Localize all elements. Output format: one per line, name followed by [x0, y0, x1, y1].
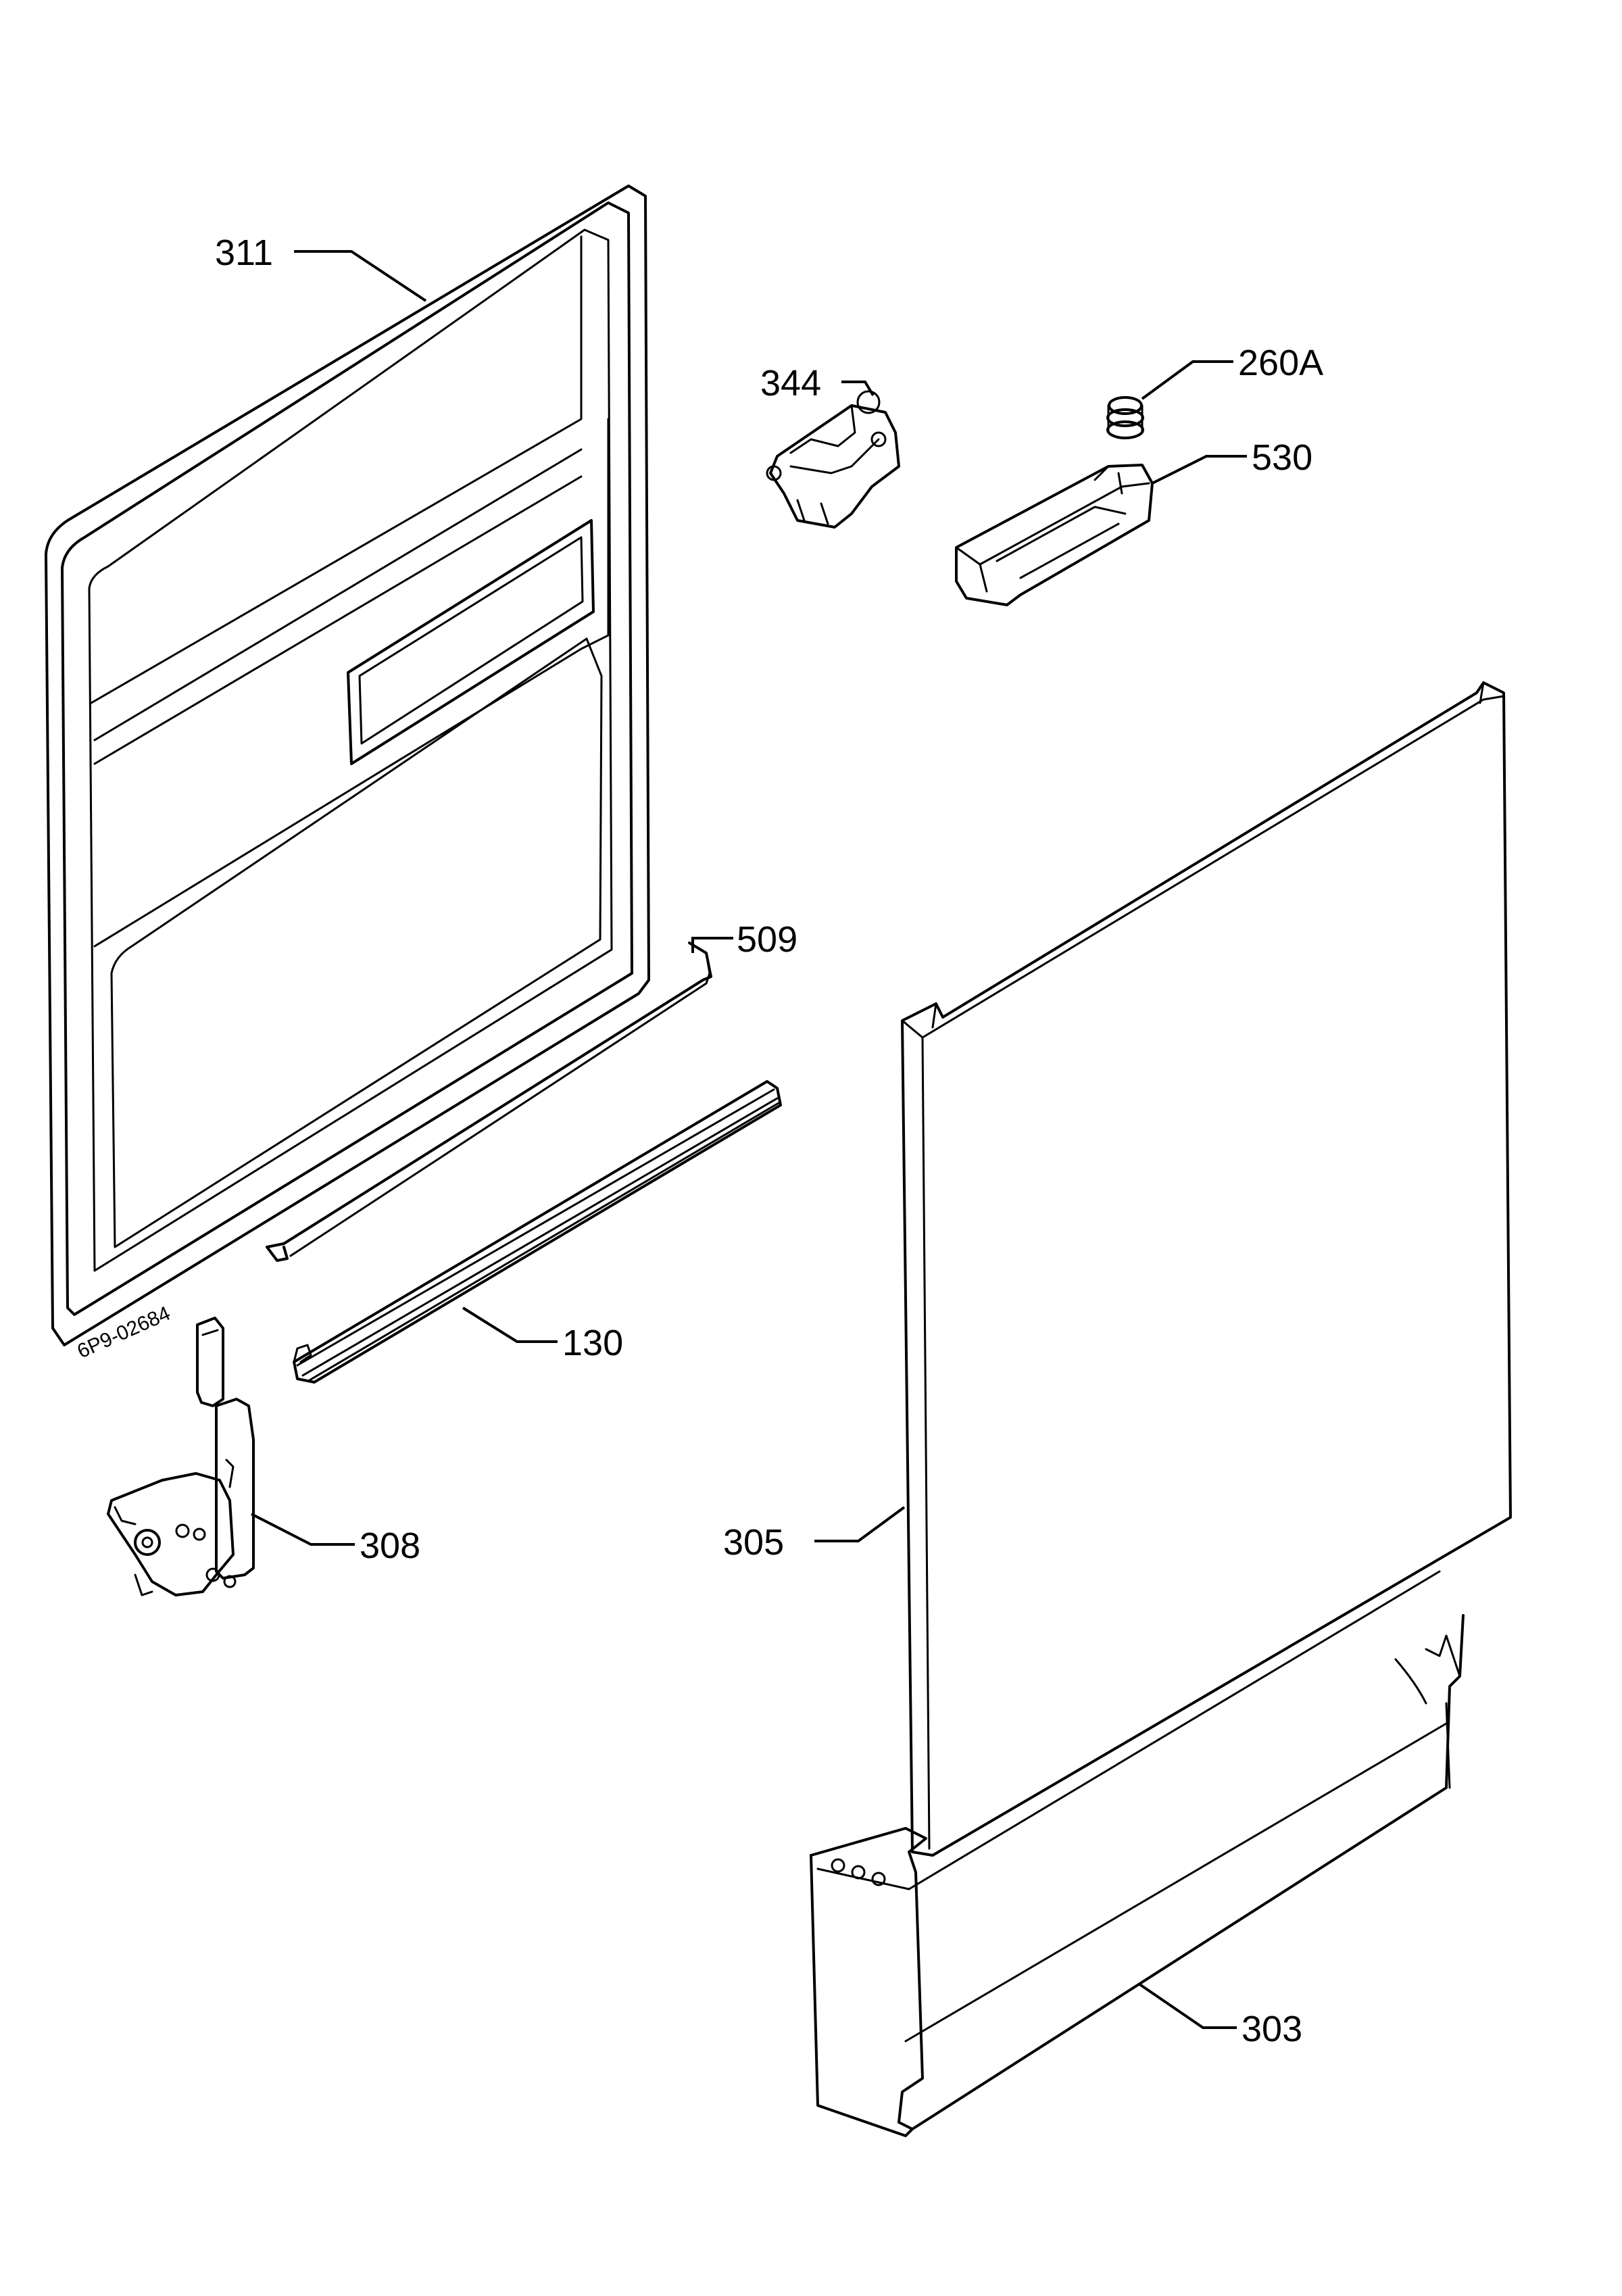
callout-344: 344 — [760, 363, 821, 404]
callout-530: 530 — [1252, 437, 1312, 478]
leader-130 — [462, 1306, 558, 1343]
leader-260a — [1141, 360, 1233, 400]
inner-door-panel-311 — [45, 185, 650, 1346]
leader-311 — [294, 250, 427, 302]
leader-530 — [1152, 455, 1247, 485]
outer-door-panel-305 — [901, 681, 1512, 1857]
door-hinge-308 — [107, 1317, 255, 1596]
callout-260a: 260A — [1238, 343, 1323, 383]
leader-509 — [691, 937, 733, 953]
spring-260a — [1106, 396, 1144, 439]
drawing-code: 6P9-02684 — [74, 1302, 174, 1363]
callout-308: 308 — [360, 1525, 420, 1566]
seal-strip-130 — [293, 1080, 782, 1384]
callout-311: 311 — [215, 233, 273, 273]
callout-509: 509 — [737, 919, 797, 960]
leader-308 — [251, 1513, 355, 1546]
callout-305: 305 — [723, 1522, 784, 1563]
door-lock-344 — [766, 390, 900, 529]
leader-303 — [1137, 1982, 1237, 2029]
plinth-panel-303 — [810, 1570, 1465, 2137]
callout-130: 130 — [562, 1323, 623, 1363]
leader-344 — [841, 381, 875, 397]
wire-rod-509 — [266, 942, 712, 1262]
callout-303: 303 — [1242, 2009, 1302, 2049]
latch-housing-530 — [955, 464, 1154, 606]
leader-305 — [814, 1506, 906, 1542]
